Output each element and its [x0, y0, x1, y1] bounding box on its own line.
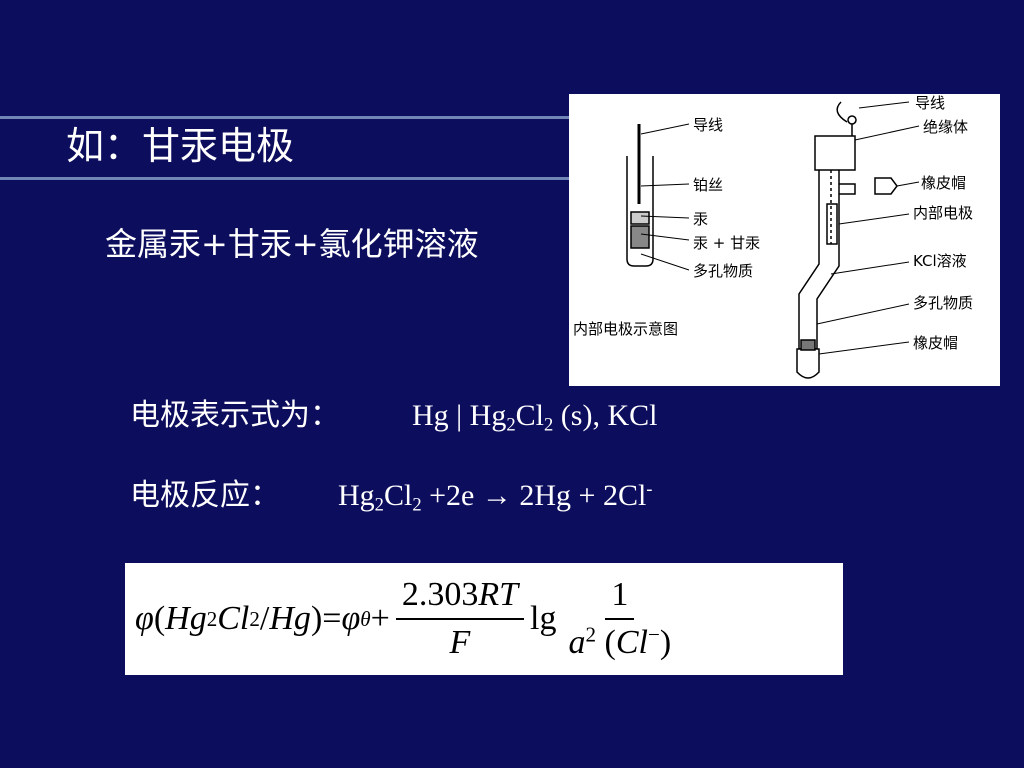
reaction-label: 电极反应： — [130, 478, 280, 513]
right-leaders — [816, 101, 920, 355]
inner-electrode — [626, 124, 654, 267]
label-hg-calomel: 汞 + 甘汞 — [693, 234, 760, 252]
label-porous-right: 多孔物质 — [913, 294, 973, 312]
label-porous: 多孔物质 — [693, 262, 753, 280]
diagram-caption: 内部电极示意图 — [573, 320, 678, 338]
label-inner-electrode: 内部电极 — [913, 204, 973, 222]
title-bar — [0, 116, 640, 180]
label-lead-right: 导线 — [915, 94, 945, 112]
notation-expression: Hg | Hg2Cl2 (s), KCl — [412, 399, 658, 436]
slide-title: 如：甘汞电极 — [66, 124, 295, 168]
label-lead: 导线 — [693, 116, 723, 134]
label-rubber-cap-bottom: 橡皮帽 — [913, 334, 958, 352]
label-kcl-solution: KCl溶液 — [913, 252, 967, 270]
label-rubber-cap-top: 橡皮帽 — [921, 174, 966, 192]
fraction-activity: 1 a2 (Cl−) — [568, 576, 672, 661]
label-insulator: 绝缘体 — [923, 118, 968, 136]
notation-label: 电极表示式为： — [130, 398, 340, 433]
electrode-reaction: 电极反应： Hg2Cl2 +2e → 2Hg + 2Cl- — [130, 476, 653, 516]
subtitle: 金属汞+甘汞+氯化钾溶液 — [105, 225, 479, 263]
outer-electrode — [796, 101, 898, 379]
label-pt-wire: 铂丝 — [693, 176, 723, 194]
calomel-electrode-diagram: 导线 铂丝 汞 汞 + 甘汞 多孔物质 内部电极示意图 — [569, 94, 1000, 386]
reaction-expression: Hg2Cl2 +2e → 2Hg + 2Cl- — [338, 478, 653, 516]
fraction-rt-f: 2.303RT F — [395, 576, 524, 662]
electrode-drawing: 导线 铂丝 汞 汞 + 甘汞 多孔物质 内部电极示意图 — [573, 94, 973, 379]
left-leaders — [640, 123, 690, 271]
electrode-notation: 电极表示式为： Hg | Hg2Cl2 (s), KCl — [130, 396, 657, 436]
label-hg: 汞 — [693, 210, 708, 228]
